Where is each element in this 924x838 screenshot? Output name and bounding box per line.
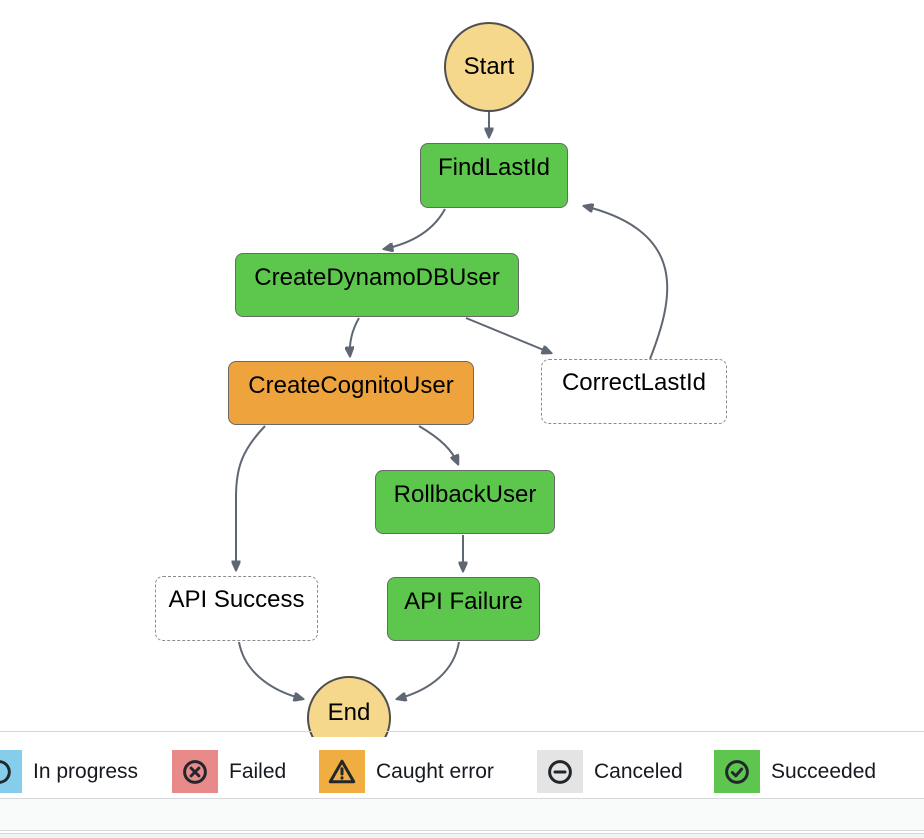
state-label: API Success	[168, 586, 305, 613]
legend-label: Caught error	[376, 759, 494, 783]
legend-label: Succeeded	[771, 759, 877, 783]
edge-apisuccess-end	[238, 641, 303, 699]
edge-createdynamodbuser-correctlastid	[465, 317, 551, 353]
workflow-edges	[0, 112, 669, 731]
succeeded-icon	[714, 750, 760, 793]
bottom-panel-strip	[0, 799, 924, 830]
legend-label: Canceled	[594, 759, 683, 783]
canceled-icon	[537, 750, 583, 793]
bottom-panel-gap	[0, 831, 924, 833]
state-label: RollbackUser	[393, 480, 537, 508]
edge-apifailure-end	[397, 641, 460, 699]
legend-label: In progress	[33, 759, 139, 783]
caught-error-icon	[319, 750, 365, 793]
legend-item-canceled: Canceled	[537, 750, 683, 793]
state-label: FindLastId	[437, 154, 551, 181]
state-label: CorrectLastId	[561, 369, 707, 396]
execution-status-legend: In progress Failed Caught error	[0, 737, 924, 799]
in-progress-icon	[0, 750, 22, 793]
legend-item-succeeded: Succeeded	[714, 750, 876, 793]
state-node-findlastid[interactable]: FindLastId	[420, 143, 568, 208]
graph-legend-divider	[0, 731, 924, 732]
bottom-footer-border	[0, 833, 924, 834]
state-label: Start	[463, 53, 515, 80]
legend-item-in-progress: In progress	[0, 750, 138, 793]
state-label: End	[327, 699, 371, 726]
state-node-api-success[interactable]: API Success	[155, 576, 318, 641]
state-node-createcognitouser[interactable]: CreateCognitoUser	[228, 361, 474, 425]
state-label: API Failure	[404, 587, 523, 615]
edge-createdynamodbuser-createcognitouser	[350, 317, 360, 356]
edge-correctlastid-findlastid	[584, 206, 669, 360]
edge-createcognitouser-rollbackuser	[418, 425, 458, 464]
state-node-correctlastid[interactable]: CorrectLastId	[541, 359, 727, 424]
edge-findlastid-createdynamodbuser	[384, 208, 446, 249]
state-node-createdynamodbuser[interactable]: CreateDynamoDBUser	[235, 253, 519, 317]
state-node-api-failure[interactable]: API Failure	[387, 577, 540, 641]
state-node-rollbackuser[interactable]: RollbackUser	[375, 470, 555, 534]
state-node-start[interactable]: Start	[444, 22, 534, 112]
edge-createcognitouser-apisuccess	[236, 425, 266, 570]
bottom-footer-strip	[0, 834, 924, 838]
legend-label: Failed	[229, 759, 287, 783]
state-label: CreateDynamoDBUser	[254, 263, 500, 291]
bottom-panel-border	[0, 830, 924, 831]
legend-item-caught-error: Caught error	[319, 750, 494, 793]
failed-icon	[172, 750, 218, 793]
legend-item-failed: Failed	[172, 750, 286, 793]
state-label: CreateCognitoUser	[248, 371, 454, 399]
